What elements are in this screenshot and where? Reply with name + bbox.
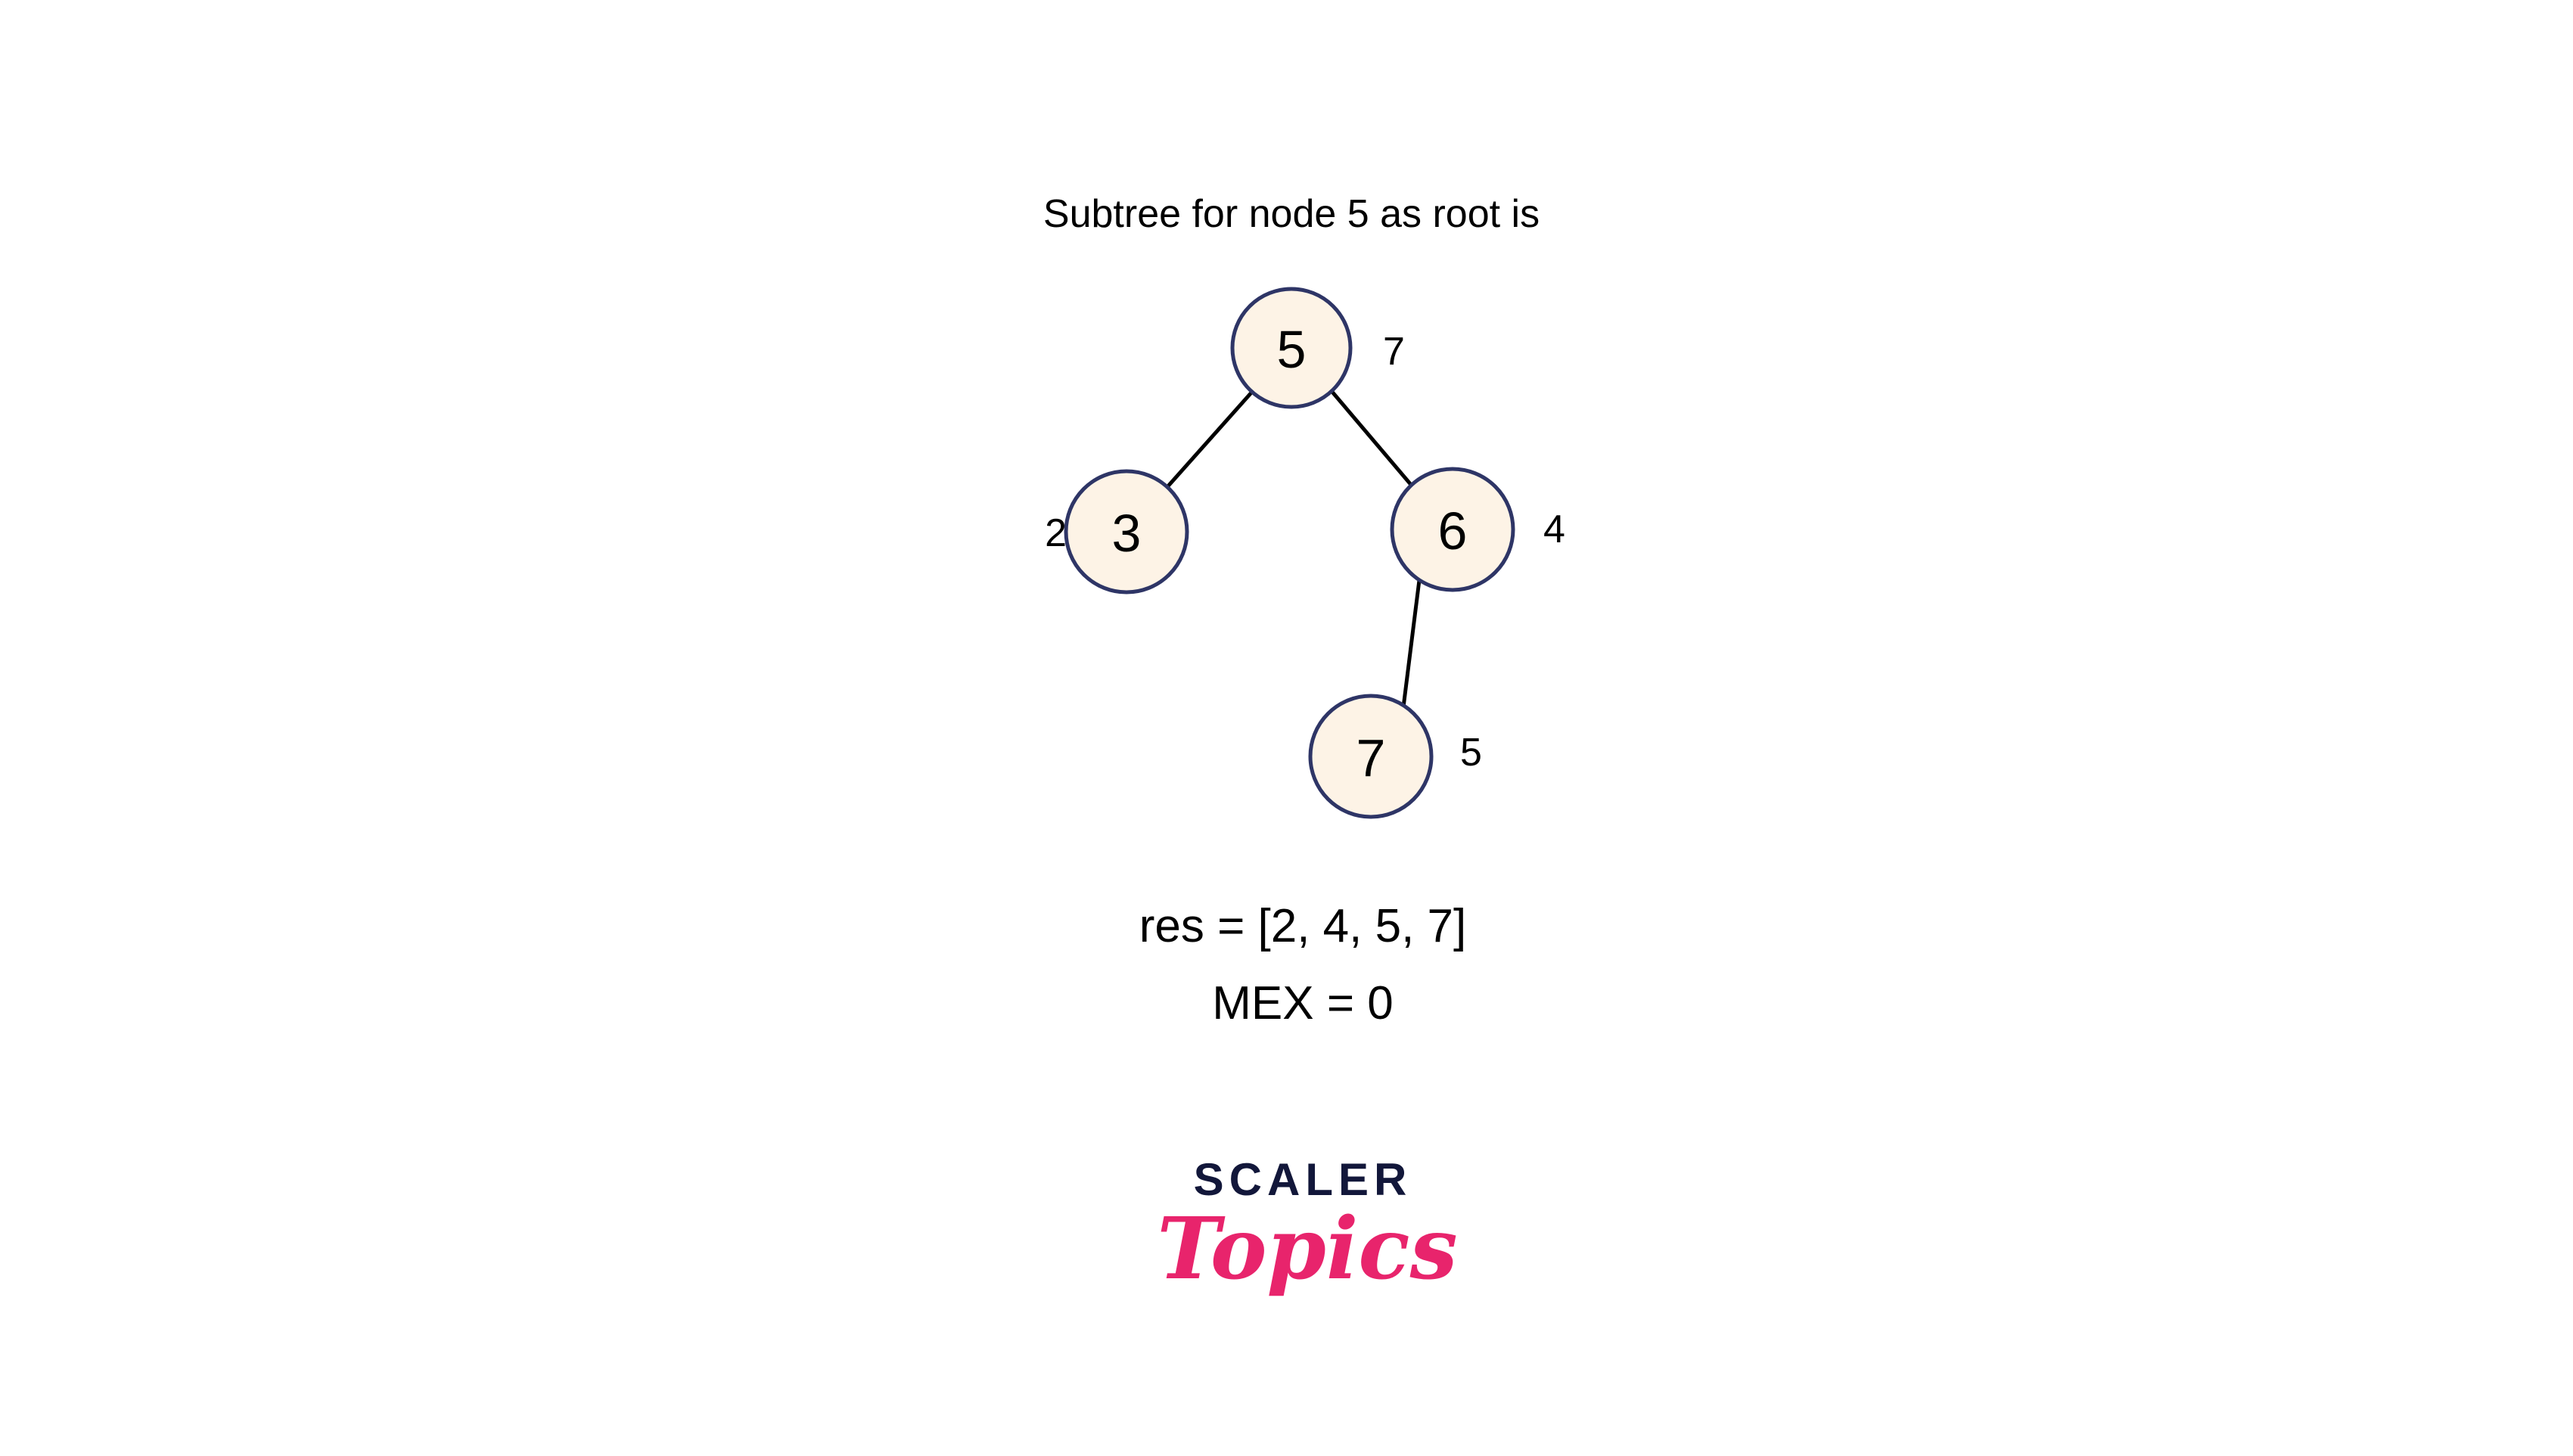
scaler-topics-logo: SCALER Topics	[1157, 1154, 1457, 1299]
edge-right-child-to-grandchild	[1401, 579, 1422, 708]
node-circle-right-child[interactable]	[1390, 467, 1515, 592]
result-res-line: res = [2, 4, 5, 7]	[1139, 900, 1467, 952]
node-side-label-right-child: 4	[1543, 508, 1565, 551]
node-value-left-child: 3	[1112, 504, 1142, 563]
tree-node-grandchild[interactable]: 7	[1308, 694, 1434, 819]
node-value-grandchild: 7	[1356, 728, 1386, 787]
logo-wordmark-scaler: SCALER	[1194, 1154, 1412, 1205]
node-value-root: 5	[1277, 320, 1307, 379]
tree-node-root[interactable]: 5	[1230, 287, 1353, 409]
node-side-label-left-child: 2	[1045, 511, 1067, 555]
tree-node-right-child[interactable]: 6	[1390, 467, 1515, 592]
tree-node-left-child[interactable]: 3	[1064, 469, 1189, 595]
node-circle-grandchild[interactable]	[1308, 694, 1434, 819]
edge-root-to-right-child	[1330, 390, 1413, 487]
node-side-label-grandchild: 5	[1460, 731, 1482, 775]
node-side-label-root: 7	[1383, 330, 1405, 374]
node-circle-root[interactable]	[1230, 287, 1353, 409]
diagram-title: Subtree for node 5 as root is	[1043, 192, 1540, 236]
logo-script-topics: Topics	[1157, 1200, 1457, 1299]
result-mex-line: MEX = 0	[1212, 977, 1394, 1029]
node-circle-left-child[interactable]	[1064, 469, 1189, 595]
edge-root-to-left-child	[1164, 390, 1254, 490]
edge-group	[1164, 390, 1422, 708]
node-value-right-child: 6	[1438, 501, 1468, 560]
